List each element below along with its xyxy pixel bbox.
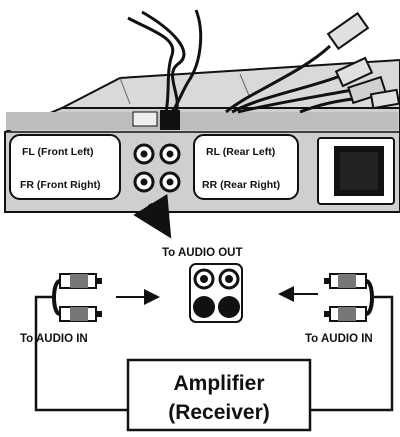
jack-rl bbox=[159, 143, 181, 165]
rl-label: RL (Rear Left) bbox=[206, 146, 275, 158]
panel-jacks bbox=[133, 143, 181, 193]
audio-in-right-label: To AUDIO IN bbox=[305, 333, 373, 345]
front-label-box: FL (Front Left) FR (Front Right) bbox=[9, 134, 121, 200]
arrow-to-audio-out bbox=[133, 193, 172, 239]
right-rca-plugs bbox=[324, 273, 374, 322]
jack-fl bbox=[133, 143, 155, 165]
audio-out-jacks bbox=[189, 263, 243, 323]
audio-in-left-label: To AUDIO IN bbox=[20, 333, 88, 345]
amplifier-subtitle: (Receiver) bbox=[168, 401, 270, 424]
amplifier-title: Amplifier bbox=[173, 372, 264, 395]
cable-plugs bbox=[326, 11, 400, 110]
cable-bundle bbox=[127, 9, 363, 114]
fl-label: FL (Front Left) bbox=[22, 146, 94, 158]
rr-label: RR (Rear Right) bbox=[202, 179, 280, 191]
amplifier-box: Amplifier (Receiver) bbox=[126, 358, 312, 432]
left-rca-plugs bbox=[52, 273, 102, 322]
jack-fr bbox=[133, 171, 155, 193]
fr-label: FR (Front Right) bbox=[20, 179, 100, 191]
amplifier-cable bbox=[34, 295, 394, 412]
audio-out-label: To AUDIO OUT bbox=[162, 247, 243, 259]
jack-rr bbox=[159, 171, 181, 193]
rear-label-box: RL (Rear Left) RR (Rear Right) bbox=[193, 134, 299, 200]
